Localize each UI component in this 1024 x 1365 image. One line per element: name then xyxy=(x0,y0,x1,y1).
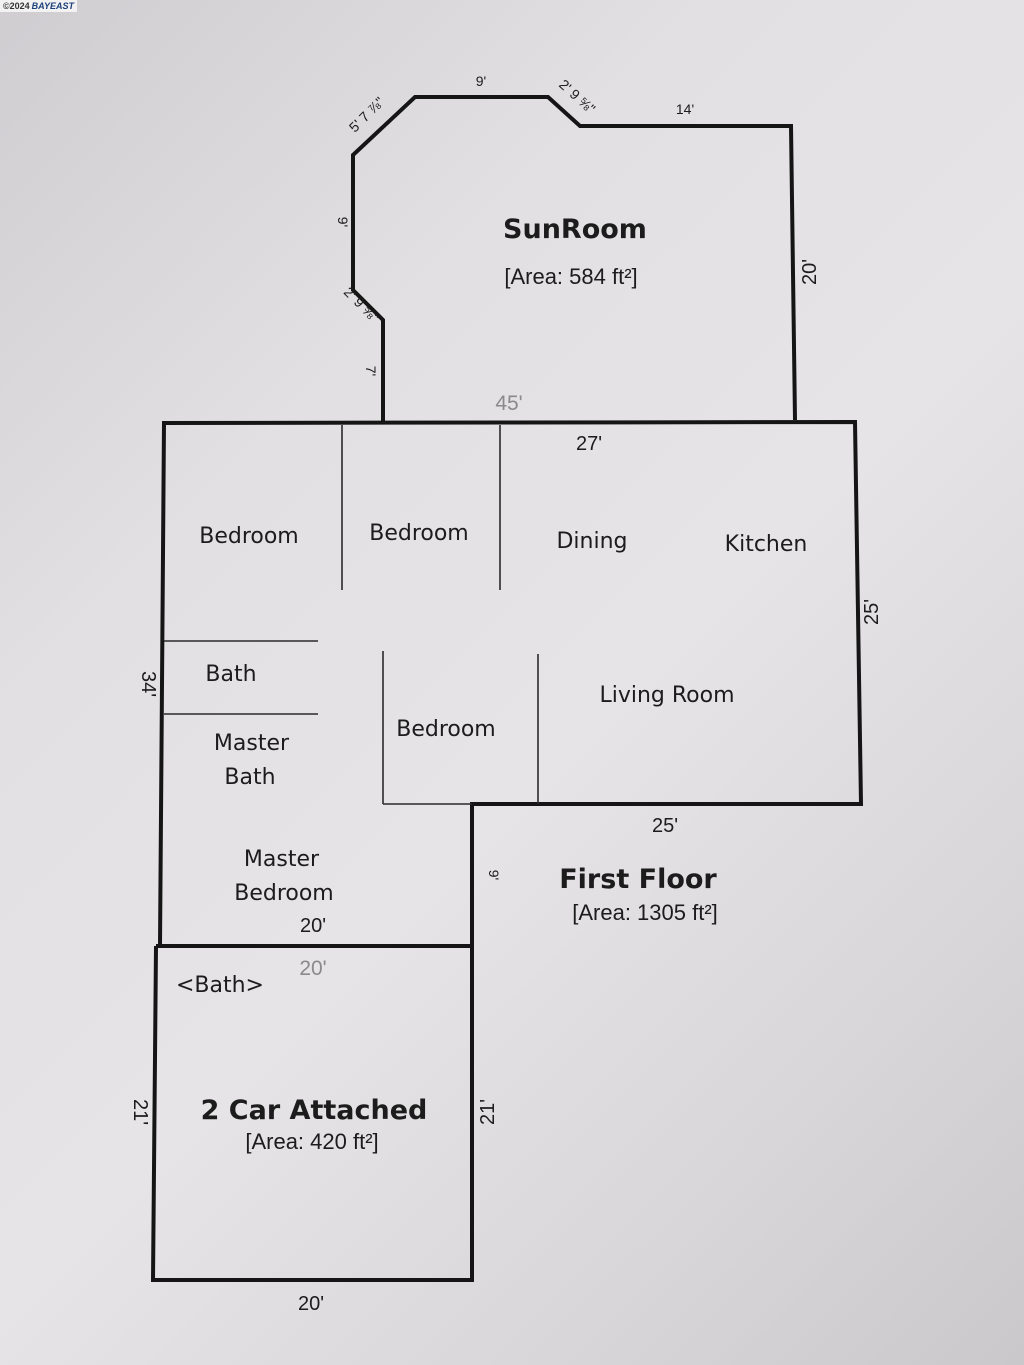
garage-dim-bottom: 20' xyxy=(298,1293,324,1315)
room-bedroom-2: Bedroom xyxy=(369,521,469,546)
first-floor-dim-left: 34' xyxy=(137,671,159,697)
copyright-watermark: ©2024 BAYEAST xyxy=(0,0,77,12)
sunroom-title: SunRoom xyxy=(503,214,647,245)
sunroom-dim-angle-lower-left: 2' 9 ⅝" xyxy=(341,284,383,326)
garage-dim-right: 21' xyxy=(477,1099,499,1125)
first-floor-area: [Area: 1305 ft²] xyxy=(572,900,718,925)
first-floor-dim-top: 27' xyxy=(576,433,602,455)
sunroom-dim-top: 9' xyxy=(476,73,486,89)
room-bath: Bath xyxy=(205,662,256,687)
sunroom-dim-top-right: 14' xyxy=(676,101,694,117)
sunroom-outline xyxy=(351,95,797,421)
room-master-bedroom: Master Bedroom xyxy=(234,847,334,906)
first-floor-dim-right: 25' xyxy=(861,599,883,625)
sunroom-dim-left-lower: 7' xyxy=(363,366,379,376)
room-kitchen: Kitchen xyxy=(725,532,808,557)
garage-outline xyxy=(150,944,474,1282)
watermark-year: ©2024 xyxy=(3,1,30,11)
sunroom-dim-right: 20' xyxy=(799,259,821,285)
sunroom-area: [Area: 584 ft²] xyxy=(504,264,637,289)
garage-title: 2 Car Attached xyxy=(201,1095,428,1126)
main-house-outline xyxy=(158,419,864,946)
sunroom-dim-left: 9' xyxy=(335,217,351,227)
garage-area: [Area: 420 ft²] xyxy=(245,1129,378,1154)
room-bedroom-3: Bedroom xyxy=(396,717,496,742)
watermark-brand: BAYEAST xyxy=(31,1,74,11)
garage-dim-top: 20' xyxy=(299,957,326,980)
first-floor-dim-inner-step: 9' xyxy=(486,870,502,880)
master-bedroom-dim-bottom: 20' xyxy=(300,915,326,937)
room-dining: Dining xyxy=(556,529,627,554)
garage-dim-left: 21' xyxy=(129,1099,151,1125)
room-bedroom-1: Bedroom xyxy=(199,524,299,549)
first-floor-dim-bottom-right: 25' xyxy=(652,815,678,837)
garage-bath-label: <Bath> xyxy=(176,973,264,998)
room-living-room: Living Room xyxy=(599,683,734,708)
room-master-bath: Master Bath xyxy=(214,731,296,790)
sunroom-dim-bottom: 45' xyxy=(495,392,522,415)
first-floor-title: First Floor xyxy=(559,864,717,895)
